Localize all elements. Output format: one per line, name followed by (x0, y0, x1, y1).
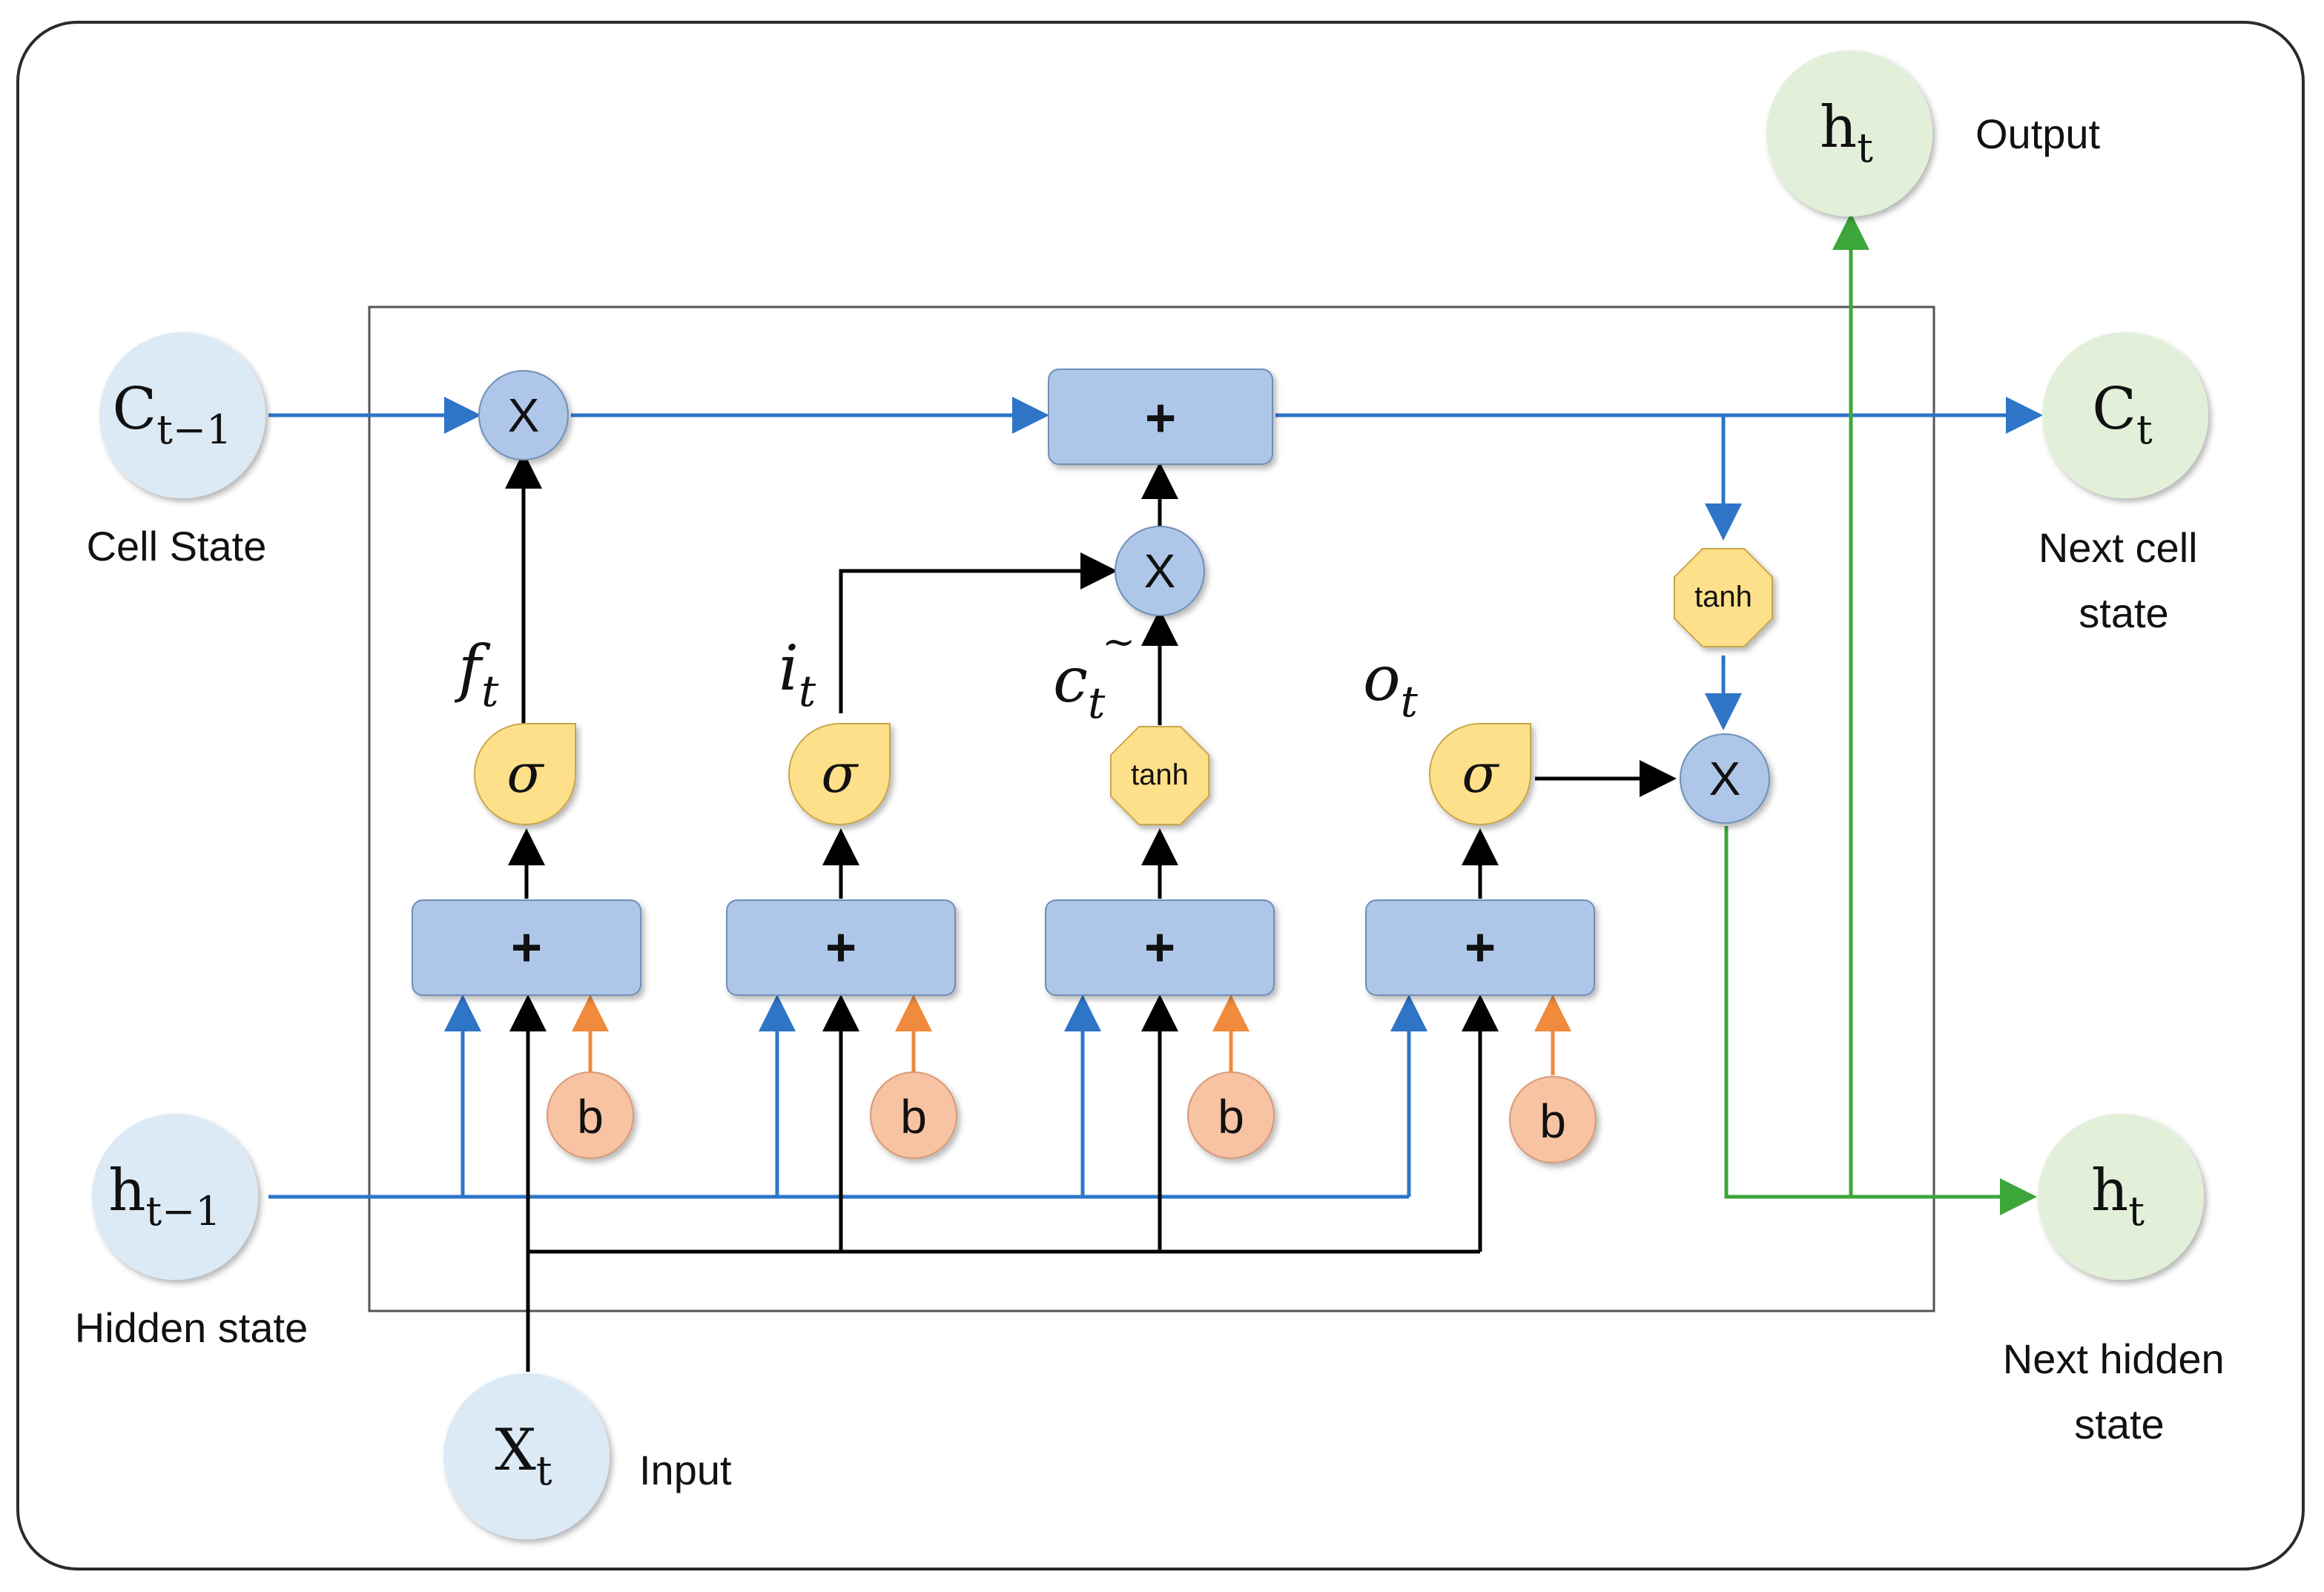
svg-text:tanh: tanh (1131, 759, 1189, 791)
add-forget: + (412, 899, 641, 996)
sigma-output: σ (1429, 723, 1531, 825)
svg-text:X: X (1709, 752, 1741, 805)
svg-text:ht: ht (1820, 94, 1873, 171)
svg-text:X: X (1144, 544, 1176, 598)
svg-text:+: + (1144, 918, 1175, 977)
tanh-candidate: tanh (1110, 726, 1209, 825)
label-hidden-state: Hidden state (75, 1304, 308, 1351)
sigma-forget: σ (474, 723, 576, 825)
svg-text:X: X (508, 389, 540, 442)
node-x-t: Xt (443, 1373, 610, 1539)
node-c-prev: Ct−1 (99, 332, 265, 498)
svg-text:~: ~ (1102, 618, 1135, 665)
bias-output: b (1509, 1076, 1597, 1163)
label-output: Output (1975, 110, 2101, 157)
label-input: Input (639, 1447, 732, 1493)
svg-text:b: b (577, 1090, 604, 1143)
svg-text:tanh: tanh (1694, 581, 1752, 613)
node-c-t: Ct (2042, 332, 2208, 498)
svg-text:+: + (825, 918, 856, 977)
multiply-forget: X (478, 370, 569, 460)
svg-text:+: + (1465, 918, 1496, 977)
multiply-output: X (1680, 733, 1770, 824)
bias-forget: b (547, 1071, 634, 1159)
svg-text:b: b (1218, 1090, 1244, 1143)
hidden-output-lines (1724, 213, 2037, 1215)
input-bus (509, 994, 1499, 1372)
node-h-t-right: ht (2038, 1114, 2204, 1280)
svg-text:σ: σ (506, 742, 544, 805)
svg-text:b: b (900, 1090, 927, 1143)
add-cell-state: + (1048, 369, 1273, 465)
tanh-cell: tanh (1674, 548, 1773, 647)
add-output: + (1365, 899, 1595, 996)
cell-box (368, 305, 1935, 1312)
gate-arrows (505, 452, 1677, 899)
bias-arrows (572, 994, 1571, 1075)
node-h-t-top: ht (1766, 50, 1932, 217)
svg-text:ht: ht (2091, 1157, 2145, 1235)
add-candidate: + (1045, 899, 1275, 996)
svg-text:Ct−1: Ct−1 (113, 376, 232, 453)
svg-text:ct: ct (1053, 644, 1106, 728)
sigma-input: σ (788, 723, 891, 825)
svg-text:Ct: Ct (2092, 376, 2153, 453)
svg-text:σ: σ (1462, 742, 1499, 805)
label-next-cell-state: Next cell state (2039, 524, 2209, 636)
node-h-prev: ht−1 (92, 1114, 258, 1280)
bias-input: b (870, 1071, 957, 1159)
cell-state-line (268, 397, 2043, 730)
multiply-input: X (1115, 526, 1205, 616)
hidden-state-bus (268, 994, 1427, 1199)
svg-text:+: + (511, 918, 542, 977)
svg-text:+: + (1145, 389, 1176, 448)
add-input: + (726, 899, 956, 996)
gate-label-output: ot (1363, 642, 1419, 727)
gate-label-input: it (779, 632, 816, 716)
svg-text:ht−1: ht−1 (108, 1157, 221, 1235)
label-next-hidden-state: Next hidden state (2003, 1335, 2236, 1447)
svg-text:σ: σ (821, 742, 859, 805)
svg-text:b: b (1539, 1094, 1566, 1148)
bias-candidate: b (1187, 1071, 1275, 1159)
svg-text:Xt: Xt (495, 1417, 552, 1494)
gate-label-candidate: ct ~ (1053, 618, 1135, 728)
label-cell-state: Cell State (87, 523, 267, 569)
